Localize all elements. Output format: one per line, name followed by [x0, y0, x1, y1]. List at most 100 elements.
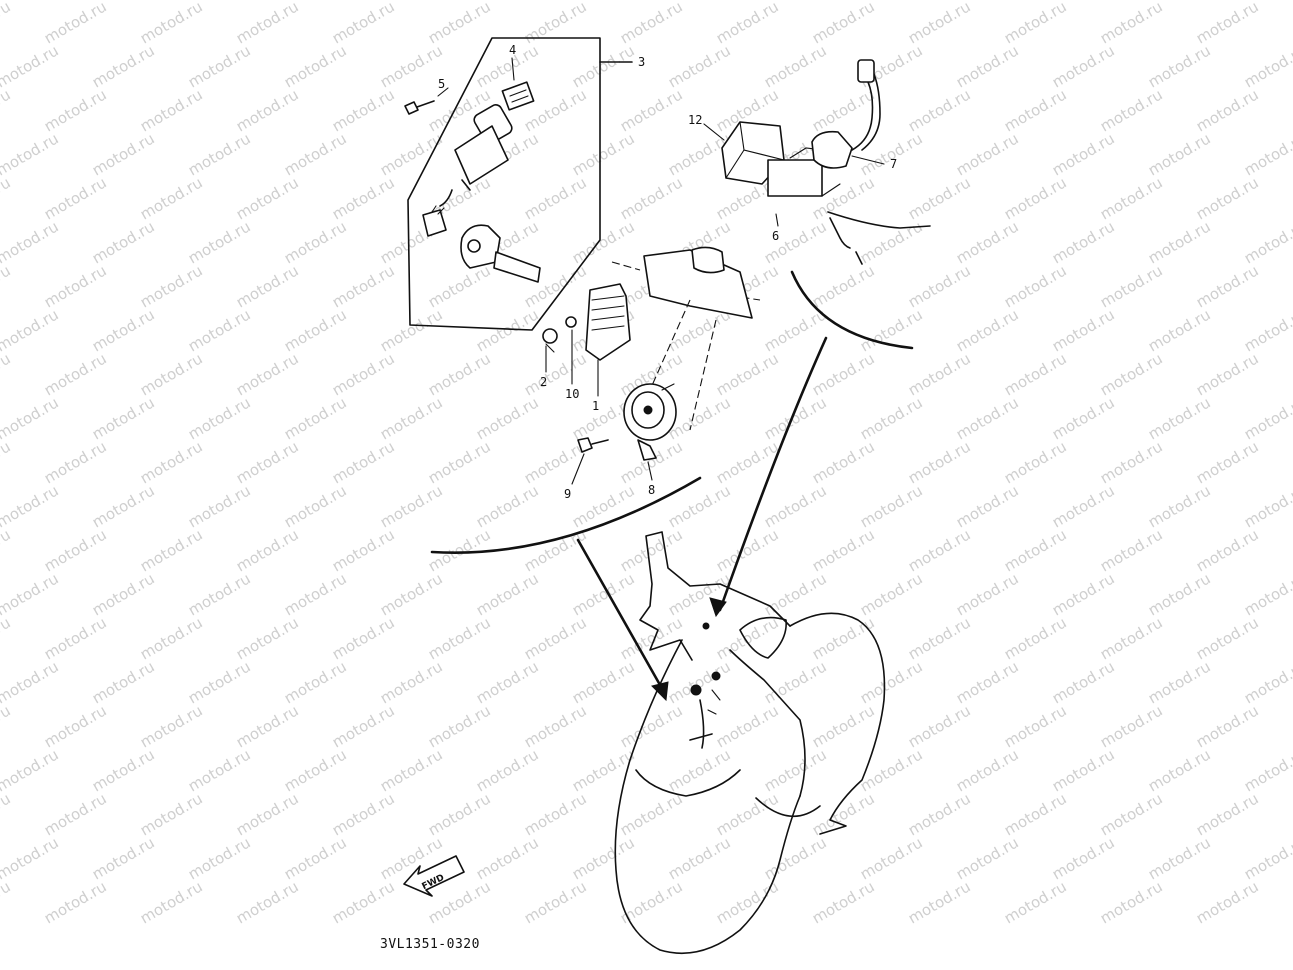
watermark-text: motod.ru: [1097, 85, 1166, 135]
watermark-text: motod.ru: [137, 701, 206, 751]
bolt-2: [542, 328, 558, 353]
watermark-text: motod.ru: [1001, 701, 1070, 751]
watermark-text: motod.ru: [281, 745, 350, 795]
watermark-text: motod.ru: [857, 833, 926, 883]
leader-7: [851, 155, 885, 165]
watermark-text: motod.ru: [953, 305, 1022, 355]
watermark-text: motod.ru: [137, 85, 206, 135]
part-location-relay: [702, 622, 710, 630]
watermark-text: motod.ru: [281, 481, 350, 531]
watermark-text: motod.ru: [473, 569, 542, 619]
arrow-line-left: [576, 538, 666, 694]
watermark-text: motod.ru: [233, 261, 302, 311]
watermark-text: motod.ru: [1145, 41, 1214, 91]
watermark-text: motod.ru: [0, 701, 14, 751]
watermark-text: motod.ru: [281, 657, 350, 707]
watermark-text: motod.ru: [905, 85, 974, 135]
watermark-text: motod.ru: [905, 613, 974, 663]
watermark-text: motod.ru: [137, 261, 206, 311]
watermark-text: motod.ru: [809, 437, 878, 487]
watermark-text: motod.ru: [377, 129, 446, 179]
watermark-text: motod.ru: [1145, 393, 1214, 443]
watermark-text: motod.ru: [41, 701, 110, 751]
drawing-code: 3VL1351-0320: [380, 937, 480, 952]
watermark-text: motod.ru: [329, 701, 398, 751]
watermark-text: motod.ru: [137, 173, 206, 223]
watermark-text: motod.ru: [713, 349, 782, 399]
watermark-text: motod.ru: [329, 789, 398, 839]
watermark-text: motod.ru: [1001, 789, 1070, 839]
watermark-text: motod.ru: [473, 393, 542, 443]
watermark-text: motod.ru: [617, 525, 686, 575]
watermark-text: motod.ru: [521, 789, 590, 839]
watermark-text: motod.ru: [89, 393, 158, 443]
watermark-text: motod.ru: [329, 613, 398, 663]
watermark-text: motod.ru: [1193, 701, 1262, 751]
watermark-text: motod.ru: [233, 525, 302, 575]
watermark-text: motod.ru: [1289, 437, 1293, 487]
watermark-text: motod.ru: [1097, 701, 1166, 751]
watermark-text: motod.ru: [41, 173, 110, 223]
watermark-text: motod.ru: [41, 0, 110, 47]
watermark-text: motod.ru: [1193, 437, 1262, 487]
leader-6: [775, 213, 779, 227]
watermark-text: motod.ru: [1001, 525, 1070, 575]
watermark-text: motod.ru: [137, 437, 206, 487]
callout-10: 10: [565, 387, 579, 401]
main-switch-body: [439, 81, 535, 207]
watermark-text: motod.ru: [1049, 129, 1118, 179]
watermark-text: motod.ru: [665, 569, 734, 619]
watermark-text: motod.ru: [1241, 393, 1293, 443]
watermark-text: motod.ru: [89, 217, 158, 267]
watermark-text: motod.ru: [1097, 613, 1166, 663]
watermark-text: motod.ru: [425, 261, 494, 311]
watermark-text: motod.ru: [665, 745, 734, 795]
watermark-text: motod.ru: [521, 173, 590, 223]
watermark-text: motod.ru: [1193, 173, 1262, 223]
watermark-text: motod.ru: [569, 217, 638, 267]
watermark-text: motod.ru: [569, 41, 638, 91]
watermark-text: motod.ru: [41, 613, 110, 663]
watermark-text: motod.ru: [953, 569, 1022, 619]
watermark-text: motod.ru: [953, 745, 1022, 795]
watermark-text: motod.ru: [0, 789, 14, 839]
watermark-text: motod.ru: [617, 173, 686, 223]
watermark-text: motod.ru: [1145, 481, 1214, 531]
watermark-text: motod.ru: [1241, 657, 1293, 707]
watermark-text: motod.ru: [377, 569, 446, 619]
watermark-text: motod.ru: [1241, 41, 1293, 91]
watermark-text: motod.ru: [617, 0, 686, 47]
watermark-text: motod.ru: [425, 437, 494, 487]
watermark-text: motod.ru: [281, 129, 350, 179]
watermark-text: motod.ru: [473, 41, 542, 91]
watermark-text: motod.ru: [1193, 0, 1262, 47]
watermark-text: motod.ru: [1001, 437, 1070, 487]
watermark-text: motod.ru: [233, 0, 302, 47]
watermark-text: motod.ru: [1193, 613, 1262, 663]
watermark-text: motod.ru: [41, 349, 110, 399]
watermark-text: motod.ru: [377, 393, 446, 443]
watermark-text: motod.ru: [1241, 833, 1293, 883]
watermark-text: motod.ru: [329, 349, 398, 399]
watermark-text: motod.ru: [1193, 261, 1262, 311]
watermark-text: motod.ru: [41, 261, 110, 311]
screw-5: [404, 87, 449, 115]
watermark-text: motod.ru: [329, 0, 398, 47]
watermark-text: motod.ru: [185, 481, 254, 531]
watermark-text: motod.ru: [1097, 437, 1166, 487]
watermark-text: motod.ru: [1145, 569, 1214, 619]
callout-3: 3: [638, 55, 645, 69]
watermark-text: motod.ru: [617, 789, 686, 839]
watermark-text: motod.ru: [905, 437, 974, 487]
watermark-text: motod.ru: [953, 657, 1022, 707]
watermark-text: motod.ru: [1049, 305, 1118, 355]
callout-1: 1: [592, 399, 599, 413]
watermark-text: motod.ru: [809, 525, 878, 575]
relay-assembly: 12 7 6: [688, 59, 931, 350]
watermark-text: motod.ru: [857, 217, 926, 267]
watermark-text: motod.ru: [425, 701, 494, 751]
watermark-text: motod.ru: [425, 613, 494, 663]
watermark-text: motod.ru: [1049, 569, 1118, 619]
watermark-text: motod.ru: [41, 85, 110, 135]
